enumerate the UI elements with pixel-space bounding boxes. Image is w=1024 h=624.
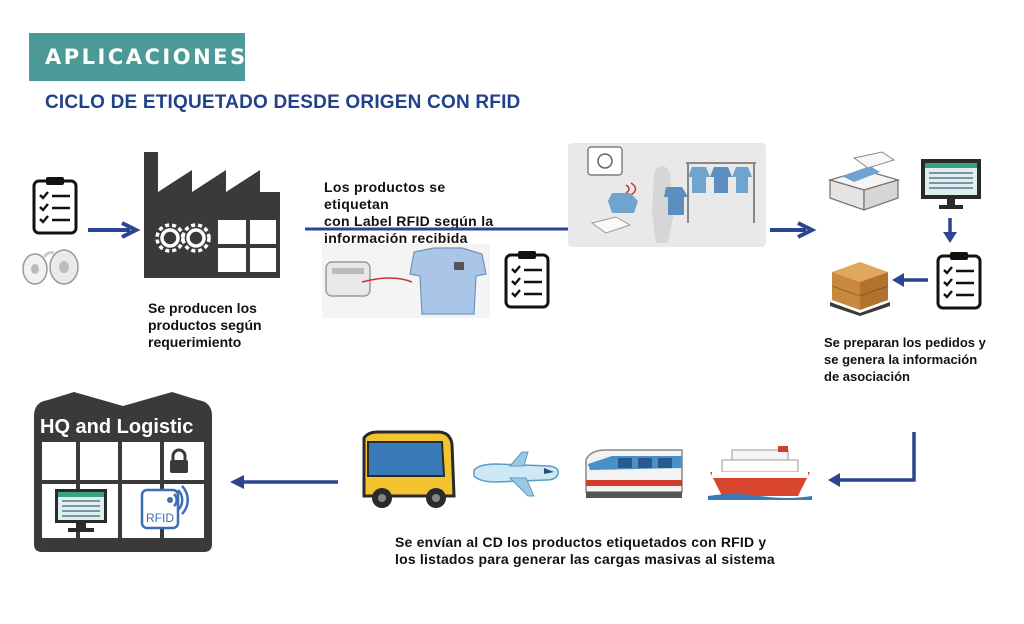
caption-orders-line3: de asociación xyxy=(824,369,910,384)
caption-production-line2: productos según xyxy=(148,317,262,333)
caption-production-line1: Se producen los xyxy=(148,300,257,316)
label-rolls-icon xyxy=(22,249,79,285)
rfid-tag-icon: RFID xyxy=(140,485,189,530)
caption-production: Se producen los productos según requerim… xyxy=(148,300,262,351)
arrow-left-small xyxy=(892,273,928,287)
lock-icon xyxy=(170,448,188,473)
caption-labeling: Los productos se etiquetan con Label RFI… xyxy=(324,179,514,247)
arrow-right-1 xyxy=(88,221,141,239)
store-icon xyxy=(568,143,766,247)
caption-orders: Se preparan los pedidos y se genera la i… xyxy=(824,334,986,385)
arrow-down xyxy=(943,218,957,243)
elbow-arrow xyxy=(828,432,916,487)
caption-labeling-line2: con Label RFID según la xyxy=(324,213,494,229)
pallet-icon xyxy=(830,262,890,316)
connector-line xyxy=(305,227,570,231)
gears-icon xyxy=(155,223,211,253)
factory-icon xyxy=(144,152,280,278)
arrow-right-2 xyxy=(770,221,817,239)
clipboard-icon xyxy=(32,177,78,235)
monitor-icon xyxy=(55,489,107,532)
arrow-left-large xyxy=(230,475,338,489)
bus-icon xyxy=(362,430,456,508)
caption-orders-line1: Se preparan los pedidos y xyxy=(824,335,986,350)
caption-production-line3: requerimiento xyxy=(148,334,242,350)
caption-shipping: Se envían al CD los productos etiquetado… xyxy=(395,534,775,568)
clipboard-icon xyxy=(936,252,982,310)
section-badge: APLICACIONES xyxy=(29,33,245,81)
hq-building: HQ and Logistic RFID xyxy=(34,392,212,552)
clipboard-icon xyxy=(504,251,550,309)
shirts-icon xyxy=(409,247,487,315)
printer-icon xyxy=(325,261,413,297)
rfid-label: RFID xyxy=(146,511,174,525)
monitor-icon xyxy=(921,159,981,209)
boxes-icon xyxy=(827,151,901,211)
ship-icon xyxy=(708,446,812,500)
caption-orders-line2: se genera la información xyxy=(824,352,978,367)
page-title: CICLO DE ETIQUETADO DESDE ORIGEN CON RFI… xyxy=(45,92,521,113)
printer-shirts-photo xyxy=(322,244,490,318)
caption-shipping-line1: Se envían al CD los productos etiquetado… xyxy=(395,534,767,550)
caption-shipping-line2: los listados para generar las cargas mas… xyxy=(395,551,775,567)
caption-labeling-line1: Los productos se etiquetan xyxy=(324,179,446,212)
caption-labeling-line3: información recibida xyxy=(324,230,468,246)
train-icon xyxy=(585,449,683,498)
hq-title: HQ and Logistic xyxy=(40,416,194,438)
plane-icon xyxy=(473,451,560,497)
